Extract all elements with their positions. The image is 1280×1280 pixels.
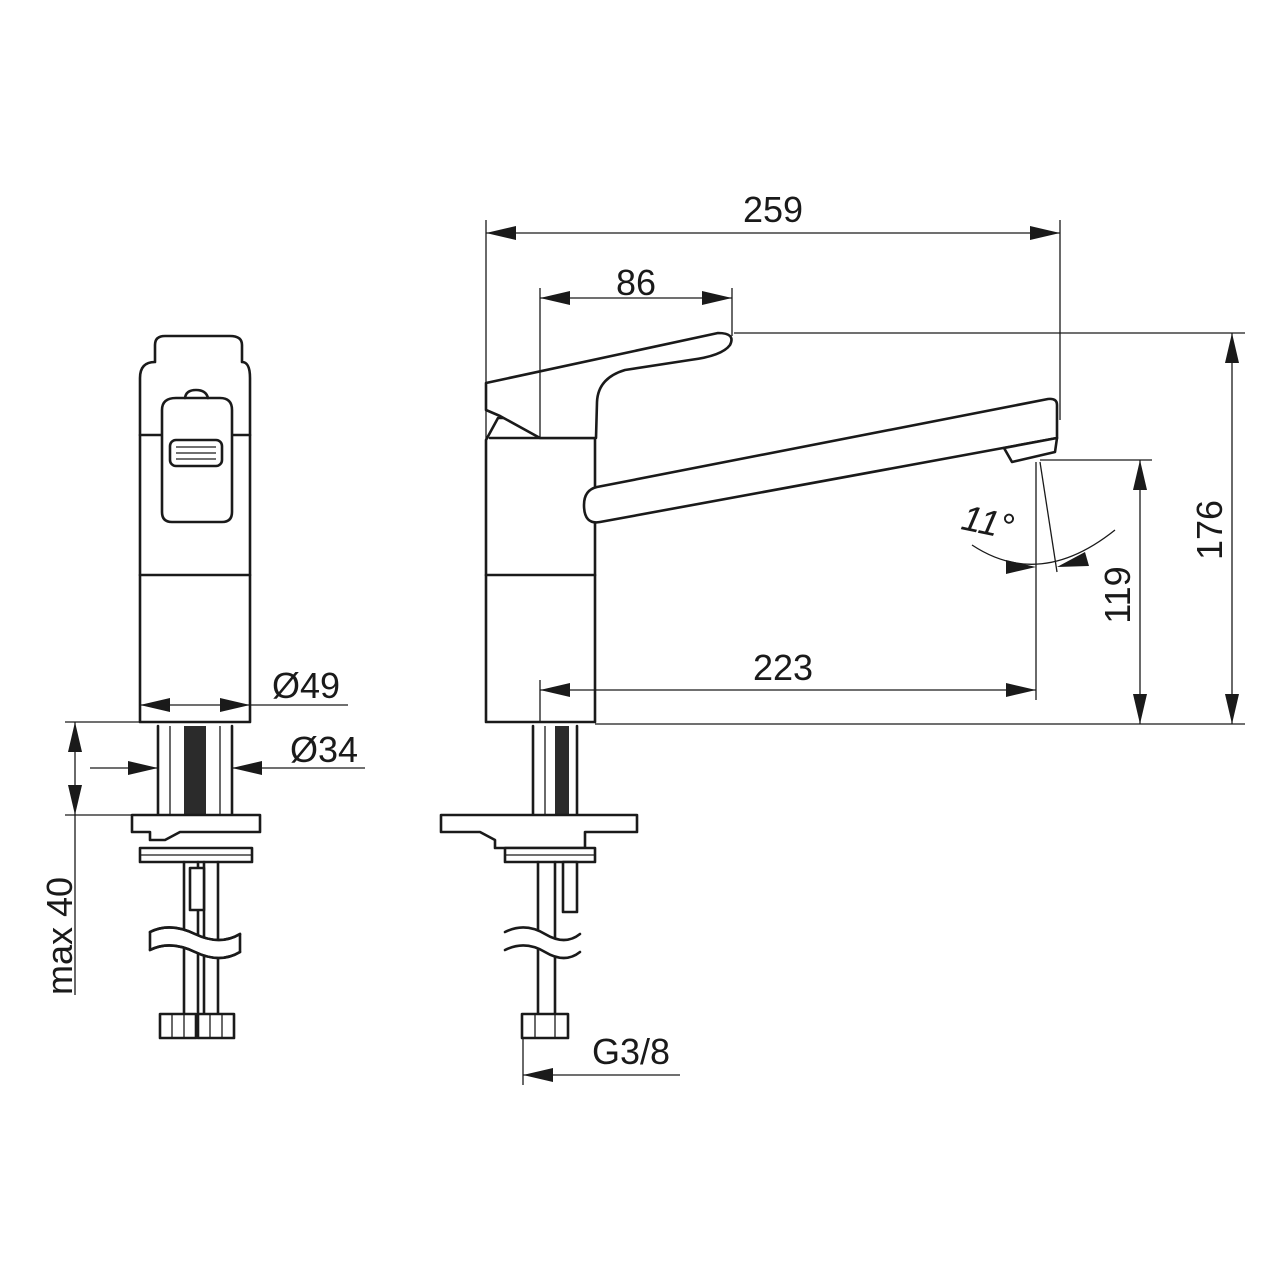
shank-diameter-label: Ø34 [290,729,358,770]
side-view [439,331,1059,1040]
deck-thickness-label: max 40 [39,877,80,995]
side-spout-outlet [1002,436,1059,464]
side-lever [484,331,733,440]
front-mounting-plate [130,813,262,842]
dim-overall-length: 259 [485,189,1061,440]
dim-spout-height: 119 [1040,459,1152,724]
side-nut [520,1012,570,1040]
lever-length-label: 86 [616,262,656,303]
front-lever-cap [183,388,210,400]
front-body-outline [138,334,252,724]
base-diameter-label: Ø49 [272,665,340,706]
side-threaded-rod [555,726,569,816]
dim-total-height: 176 [595,332,1245,725]
spout-reach-label: 223 [753,647,813,688]
connection-thread-label: G3/8 [592,1031,670,1072]
front-hose-ferrule [188,866,206,912]
overall-length-label: 259 [743,189,803,230]
side-break-mark [505,927,580,958]
front-nut-right [196,1012,236,1040]
dim-lever-length: 86 [539,262,733,438]
dim-connection-thread: G3/8 [522,1031,680,1085]
swivel-angle-label: 11° [958,497,1017,548]
total-height-label: 176 [1189,500,1230,560]
spout-height-label: 119 [1097,566,1138,623]
side-hose-ferrule [561,860,579,914]
side-spout [582,397,1059,524]
dim-spout-reach: 223 [539,462,1037,722]
dim-shank-diameter: Ø34 [90,726,365,780]
side-body-outline [484,416,597,724]
side-mounting-plate [439,813,639,850]
front-threaded-rod [184,726,206,816]
dim-deck-thickness: max 40 [39,721,140,995]
dim-base-diameter: Ø49 [140,665,348,712]
front-nut-left [158,1012,198,1040]
front-view [130,334,262,1040]
